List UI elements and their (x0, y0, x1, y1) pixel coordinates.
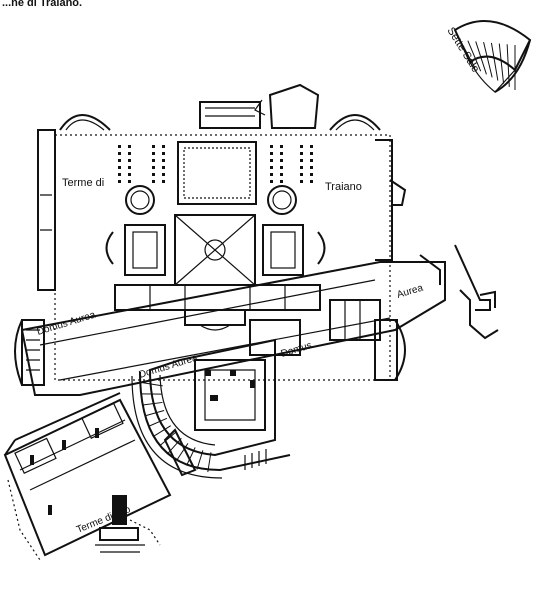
colonnades (118, 145, 313, 183)
domus-label: Domus (280, 340, 314, 360)
domus-aurea-structure (14, 244, 499, 396)
terme-di-label: Terme di (62, 177, 104, 189)
aurea-label: Aurea (396, 282, 425, 300)
sette-sale-structure (453, 20, 532, 93)
domus-aurea-hemicycle (131, 338, 291, 479)
cropped-header-text: ...ne di Traiano. (2, 0, 82, 9)
domus-aurea-left-label: Domus Aurea (36, 310, 98, 338)
terme-di-tito-structure (3, 392, 172, 561)
inner-chambers (114, 214, 321, 331)
round-halls (105, 185, 326, 265)
traiano-label: Traiano (325, 181, 362, 193)
sette-sale-label: Sette Sale (444, 25, 481, 74)
central-natatio (177, 141, 257, 205)
terme-di-traiano-outline (37, 83, 407, 381)
